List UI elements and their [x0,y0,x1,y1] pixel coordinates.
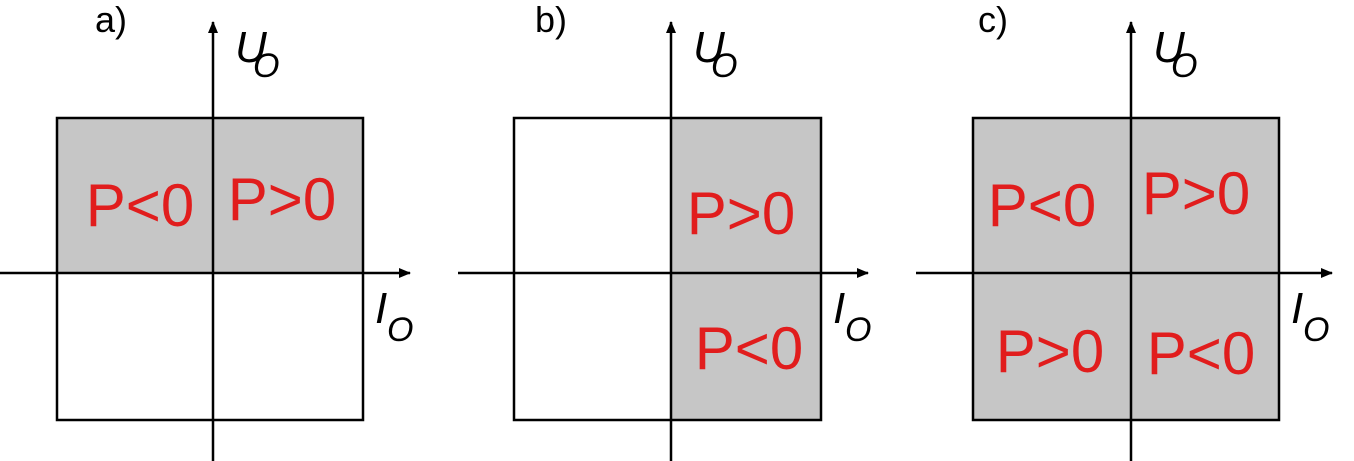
current-axis-subscript: O [1303,311,1329,349]
power-sign-top-left: P<0 [988,172,1096,239]
quadrant-fill-top-right [671,118,821,273]
current-axis-subscript: O [387,311,413,349]
power-sign-top-right: P>0 [687,180,795,247]
voltage-axis-subscript: O [1171,47,1197,85]
power-sign-top-right: P>0 [228,166,336,233]
voltage-axis-label: U [1153,23,1185,72]
quadrant-fill-bottom-right [1131,273,1279,420]
quadrant-fill-top-right [213,118,363,273]
operating-region-box [971,116,1281,422]
quadrant-fill-top-right [1131,118,1279,273]
power-sign-top-left: P<0 [86,172,194,239]
power-sign-bottom-right: P<0 [1147,320,1255,387]
panel-label: b) [535,0,567,40]
voltage-axis-subscript: O [711,47,737,85]
panel-label: c) [978,0,1008,40]
voltage-axis-subscript: O [253,47,279,85]
power-sign-top-right: P>0 [1142,160,1250,227]
quadrant-fill-bottom-left [973,273,1131,420]
voltage-axis-label: U [235,23,267,72]
current-axis-label: I [375,284,387,333]
panel-label: a) [95,0,127,40]
current-axis-label: I [1291,284,1303,333]
current-axis-label: I [833,284,845,333]
voltage-axis-label: U [693,23,725,72]
current-axis-subscript: O [845,311,871,349]
power-sign-bottom-left: P>0 [996,318,1104,385]
operating-region-box [512,116,823,422]
power-sign-bottom-right: P<0 [695,315,803,382]
operating-region-box [55,116,365,422]
quadrant-fill-top-left [57,118,213,273]
quadrant-fill-bottom-right [671,273,821,420]
quadrant-fill-top-left [973,118,1131,273]
